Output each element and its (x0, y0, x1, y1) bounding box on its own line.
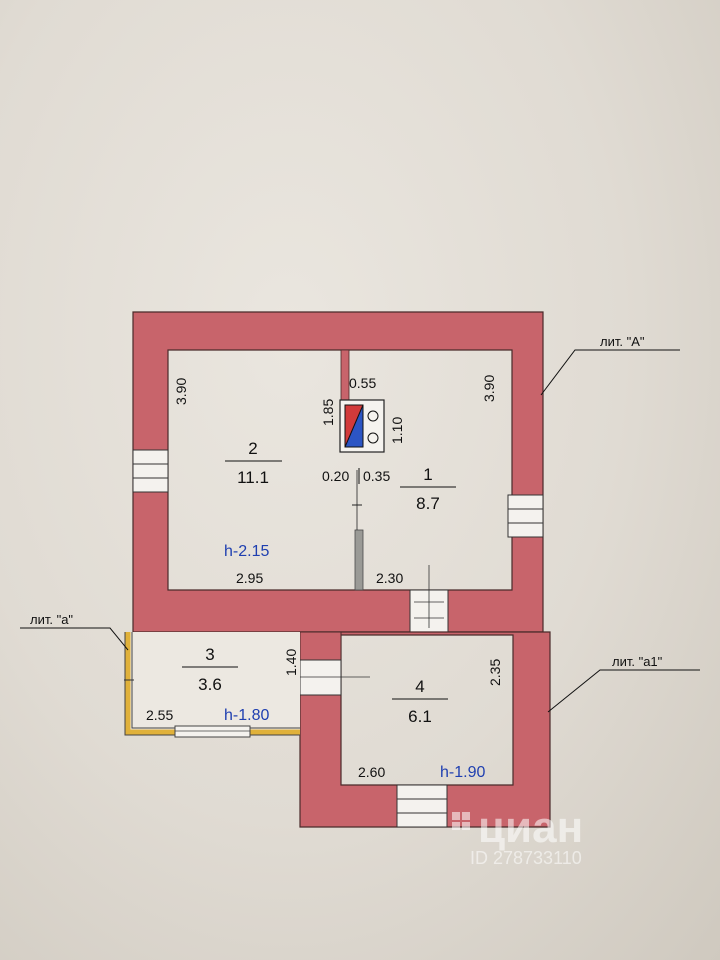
label-lit-A: лит. "А" (600, 334, 645, 349)
window-left (132, 449, 169, 493)
watermark-id: ID 278733110 (470, 848, 582, 868)
window-annex-a (174, 725, 251, 738)
dim-room2-width: 2.95 (236, 570, 263, 586)
watermark: циан ID 278733110 (452, 803, 583, 868)
dim-room1-right: 3.90 (481, 375, 497, 402)
dim-stove-height: 1.10 (389, 417, 405, 444)
door-main-to-a1 (409, 565, 449, 633)
partition-bottom (354, 529, 364, 591)
main-building (132, 311, 544, 633)
dim-partition-top: 1.85 (320, 399, 336, 426)
room-4-area: 6.1 (408, 707, 432, 726)
label-lit-a: лит. "а" (30, 612, 73, 627)
partition-top (340, 349, 350, 403)
height-annex-a: h-1.80 (224, 707, 269, 724)
dim-room2-left: 3.90 (173, 378, 189, 405)
height-annex-a1: h-1.90 (440, 764, 485, 781)
dim-room3-width: 2.55 (146, 707, 173, 723)
room-2-area: 11.1 (237, 468, 269, 487)
stove-burner-bottom (367, 432, 379, 444)
dim-stove-left: 0.20 (322, 468, 349, 484)
room-1-number: 1 (423, 465, 432, 484)
annex-a1 (296, 631, 551, 828)
room-3-area: 3.6 (198, 675, 222, 694)
room-3-number: 3 (205, 645, 214, 664)
watermark-brand: циан (478, 803, 583, 852)
room-4-number: 4 (415, 677, 424, 696)
annex-a-floor (128, 632, 300, 732)
label-lit-a1: лит. "а1" (612, 654, 663, 669)
room-1-area: 8.7 (416, 494, 440, 513)
dim-room4-width: 2.60 (358, 764, 385, 780)
window-right (507, 494, 544, 538)
entrance-steps (396, 784, 448, 828)
annex-a (124, 632, 300, 738)
stove-burner-top (367, 410, 379, 422)
watermark-logo-icon (452, 812, 470, 830)
dim-stove-width: 0.55 (349, 375, 376, 391)
stove (339, 399, 385, 453)
height-main: h-2.15 (224, 543, 269, 560)
leader-lit-A (540, 349, 680, 396)
dim-room3-side: 1.40 (283, 649, 299, 676)
dim-room4-side: 2.35 (487, 659, 503, 686)
dim-stove-right: 0.35 (363, 468, 390, 484)
door-a-to-a1 (296, 659, 370, 696)
leader-lit-a (20, 627, 129, 651)
leader-lit-a1 (547, 669, 700, 713)
dim-room1-width: 2.30 (376, 570, 403, 586)
room-2-number: 2 (248, 439, 257, 458)
